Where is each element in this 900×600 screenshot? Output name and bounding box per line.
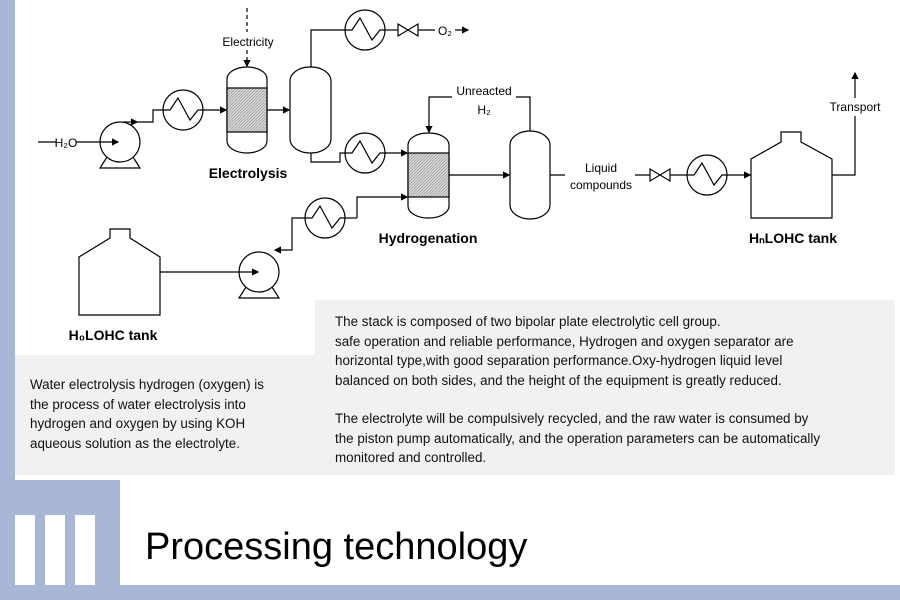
text-line: Water electrolysis hydrogen (oxygen) is (30, 377, 264, 392)
hn-lohc-tank (750, 131, 833, 219)
text-line: monitored and controlled. (335, 450, 487, 465)
electricity-label: Electricity (222, 35, 273, 49)
heat-exchanger-icon (344, 132, 386, 174)
heat-exchanger-icon (162, 89, 204, 131)
transport-line (832, 73, 855, 176)
heat-exchanger-icon (344, 9, 386, 51)
text-line: balanced on both sides, and the height o… (335, 372, 782, 388)
compounds-label: compounds (570, 178, 632, 192)
liquid-label: Liquid (585, 161, 617, 175)
section-title: Processing technology (145, 526, 528, 568)
description-box-electrolysis: Water electrolysis hydrogen (oxygen) is … (15, 355, 315, 475)
text-line: the piston pump automatically, and the o… (335, 430, 821, 446)
text-line: safe operation and reliable performance,… (335, 333, 794, 349)
text-line: The electrolyte will be compulsively rec… (335, 411, 809, 426)
unreacted-label: Unreacted (456, 84, 511, 98)
pump-icon (98, 121, 142, 169)
text-line: horizontal type,with good separation per… (335, 353, 783, 368)
electrolysis-label: Electrolysis (209, 165, 288, 181)
text-line: hydrogen and oxygen by using KOH (30, 416, 246, 431)
transport-label: Transport (830, 100, 882, 114)
h2o-label: H₂O (55, 136, 78, 150)
pump-icon (237, 251, 281, 299)
liquid-separator (509, 130, 551, 220)
valve-icon (649, 167, 671, 183)
bottom-accent-bar (0, 585, 900, 600)
text-line: the process of water electrolysis into (30, 396, 246, 412)
h0-tank-label: H₀LOHC tank (69, 327, 158, 343)
gas-separator (289, 66, 332, 154)
hydrogenation-reactor (407, 132, 450, 219)
electrolysis-reactor (226, 66, 268, 154)
h2-label: H₂ (477, 103, 491, 117)
hn-tank-label: HₙLOHC tank (749, 230, 837, 246)
left-accent-bar (0, 0, 15, 600)
hydrogenation-label: Hydrogenation (379, 230, 478, 246)
unreacted-h2-line (429, 96, 531, 132)
o2-label: O₂ (438, 24, 452, 38)
h0-lohc-tank (78, 228, 161, 316)
text-line: The stack is composed of two bipolar pla… (335, 314, 721, 329)
text-line: aqueous solution as the electrolyte. (30, 435, 240, 451)
description-box-stack: The stack is composed of two bipolar pla… (315, 300, 895, 475)
heat-exchanger-icon (686, 154, 728, 196)
valve-icon (397, 22, 419, 38)
heat-exchanger-icon (304, 197, 346, 239)
